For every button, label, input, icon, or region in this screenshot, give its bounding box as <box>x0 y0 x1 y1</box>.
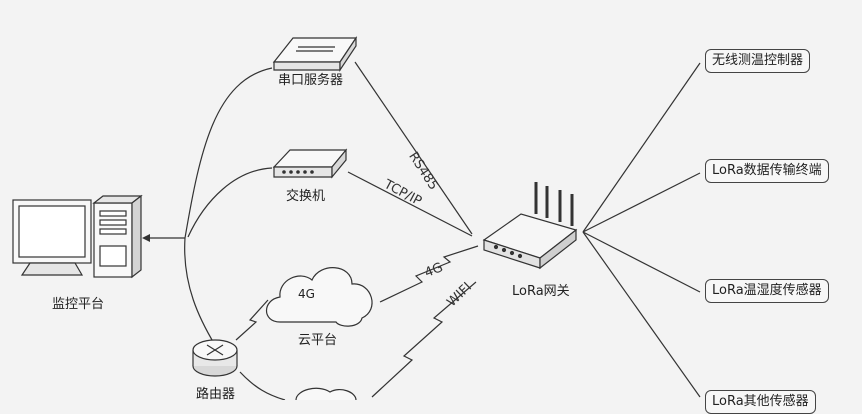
endpoint-box-3: LoRa温湿度传感器 <box>705 279 829 304</box>
link-rs485 <box>354 61 473 235</box>
cloud-bottom-icon <box>295 387 357 400</box>
link-gw-ep1 <box>582 62 701 233</box>
router-icon <box>192 339 238 377</box>
switch-icon <box>272 148 348 179</box>
link-switch-to-bus <box>187 167 273 238</box>
monitor-platform-label: 监控平台 <box>52 297 105 312</box>
link-router-down <box>239 371 286 400</box>
cloud-platform-label: 云平台 <box>298 333 338 348</box>
lora-gateway-icon <box>482 182 578 270</box>
link-wifi-zigzag <box>371 281 477 398</box>
link-4g-zigzag <box>379 245 479 303</box>
cloud-icon <box>265 267 373 327</box>
arrow-to-monitor <box>142 234 150 242</box>
endpoint-box-4: LoRa其他传感器 <box>705 390 816 414</box>
switch-label: 交换机 <box>286 189 326 204</box>
link-serial-to-router <box>184 67 273 346</box>
link-tcpip <box>347 171 473 237</box>
router-label: 路由器 <box>196 387 236 402</box>
serial-server-label: 串口服务器 <box>278 73 344 88</box>
endpoint-box-2: LoRa数据传输终端 <box>705 159 829 184</box>
diagram-graphics <box>12 36 701 400</box>
link-gw-ep3 <box>582 231 701 293</box>
link-gw-ep2 <box>582 172 701 233</box>
computer-icon <box>12 194 143 279</box>
endpoint-box-1: 无线测温控制器 <box>705 49 811 74</box>
link-router-to-cloud <box>235 299 269 341</box>
lora-gateway-label: LoRa网关 <box>512 284 570 299</box>
serial-server-icon <box>272 36 358 72</box>
network-diagram: 串口服务器 交换机 监控平台 云平台 路由器 LoRa网关 4G RS485 T… <box>12 36 829 414</box>
link-gw-ep4 <box>582 231 701 398</box>
cloud-4g-label: 4G <box>298 287 315 301</box>
